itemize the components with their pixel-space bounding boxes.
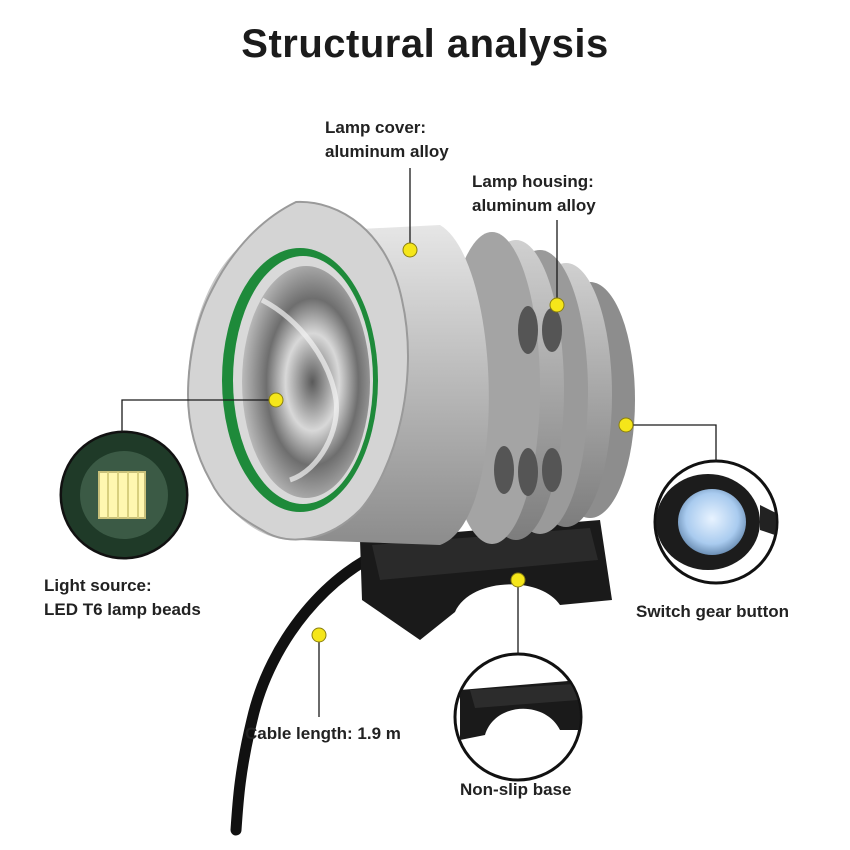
label-light-source: Light source: LED T6 lamp beads [44,576,201,619]
page-title: Structural analysis [241,22,609,66]
led-closeup [59,430,189,560]
label-base: Non-slip base [460,780,572,799]
base-closeup [453,652,583,782]
marker-base [510,572,526,588]
lamp-cover [186,200,489,545]
label-switch: Switch gear button [636,602,789,621]
cable [230,542,398,836]
switch-closeup [653,459,779,585]
marker-lamp-cover [402,242,418,258]
marker-lamp-housing [549,297,565,313]
label-lamp-cover: Lamp cover: aluminum alloy [325,118,449,161]
marker-light-source [268,392,284,408]
leader-lines [121,168,717,717]
label-lamp-housing: Lamp housing: aluminum alloy [472,172,596,215]
label-cable: Cable length: 1.9 m [245,724,401,743]
marker-cable [311,627,327,643]
marker-switch [618,417,634,433]
callout-markers [268,242,634,643]
